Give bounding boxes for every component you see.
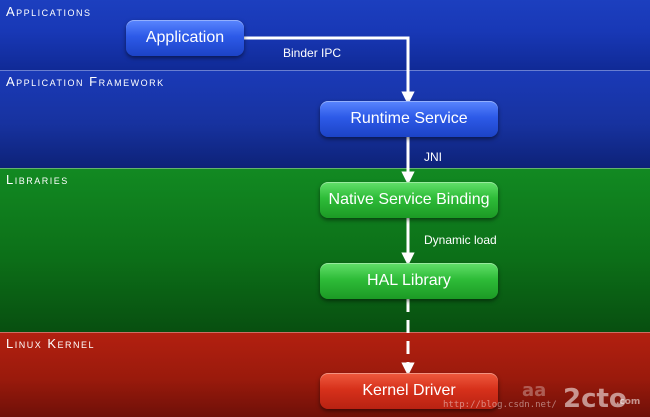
watermark-logo-prefix: aa	[522, 380, 547, 401]
hal-library-box: HAL Library	[320, 263, 498, 299]
libraries-layer-title: Libraries	[6, 172, 69, 187]
kernel-driver-box: Kernel Driver	[320, 373, 498, 409]
binder-ipc-label: Binder IPC	[283, 46, 342, 60]
layer-divider	[0, 332, 650, 333]
runtime-service-box: Runtime Service	[320, 101, 498, 137]
libraries-layer: Libraries	[0, 168, 650, 332]
dynamic-load-label: Dynamic load	[424, 233, 497, 247]
layer-divider	[0, 70, 650, 71]
native-service-binding-box: Native Service Binding	[320, 182, 498, 218]
application-framework-layer-title: Application Framework	[6, 74, 165, 89]
applications-layer-title: Applications	[6, 4, 92, 19]
watermark-url: http://blog.csdn.net/	[443, 400, 557, 410]
watermark-logo: 2cto	[563, 384, 627, 414]
watermark-logo-suffix: .com	[616, 397, 641, 407]
layer-divider	[0, 168, 650, 169]
linux-kernel-layer-title: Linux Kernel	[6, 336, 96, 351]
application-box: Application	[126, 20, 244, 56]
jni-label: JNI	[424, 150, 442, 164]
